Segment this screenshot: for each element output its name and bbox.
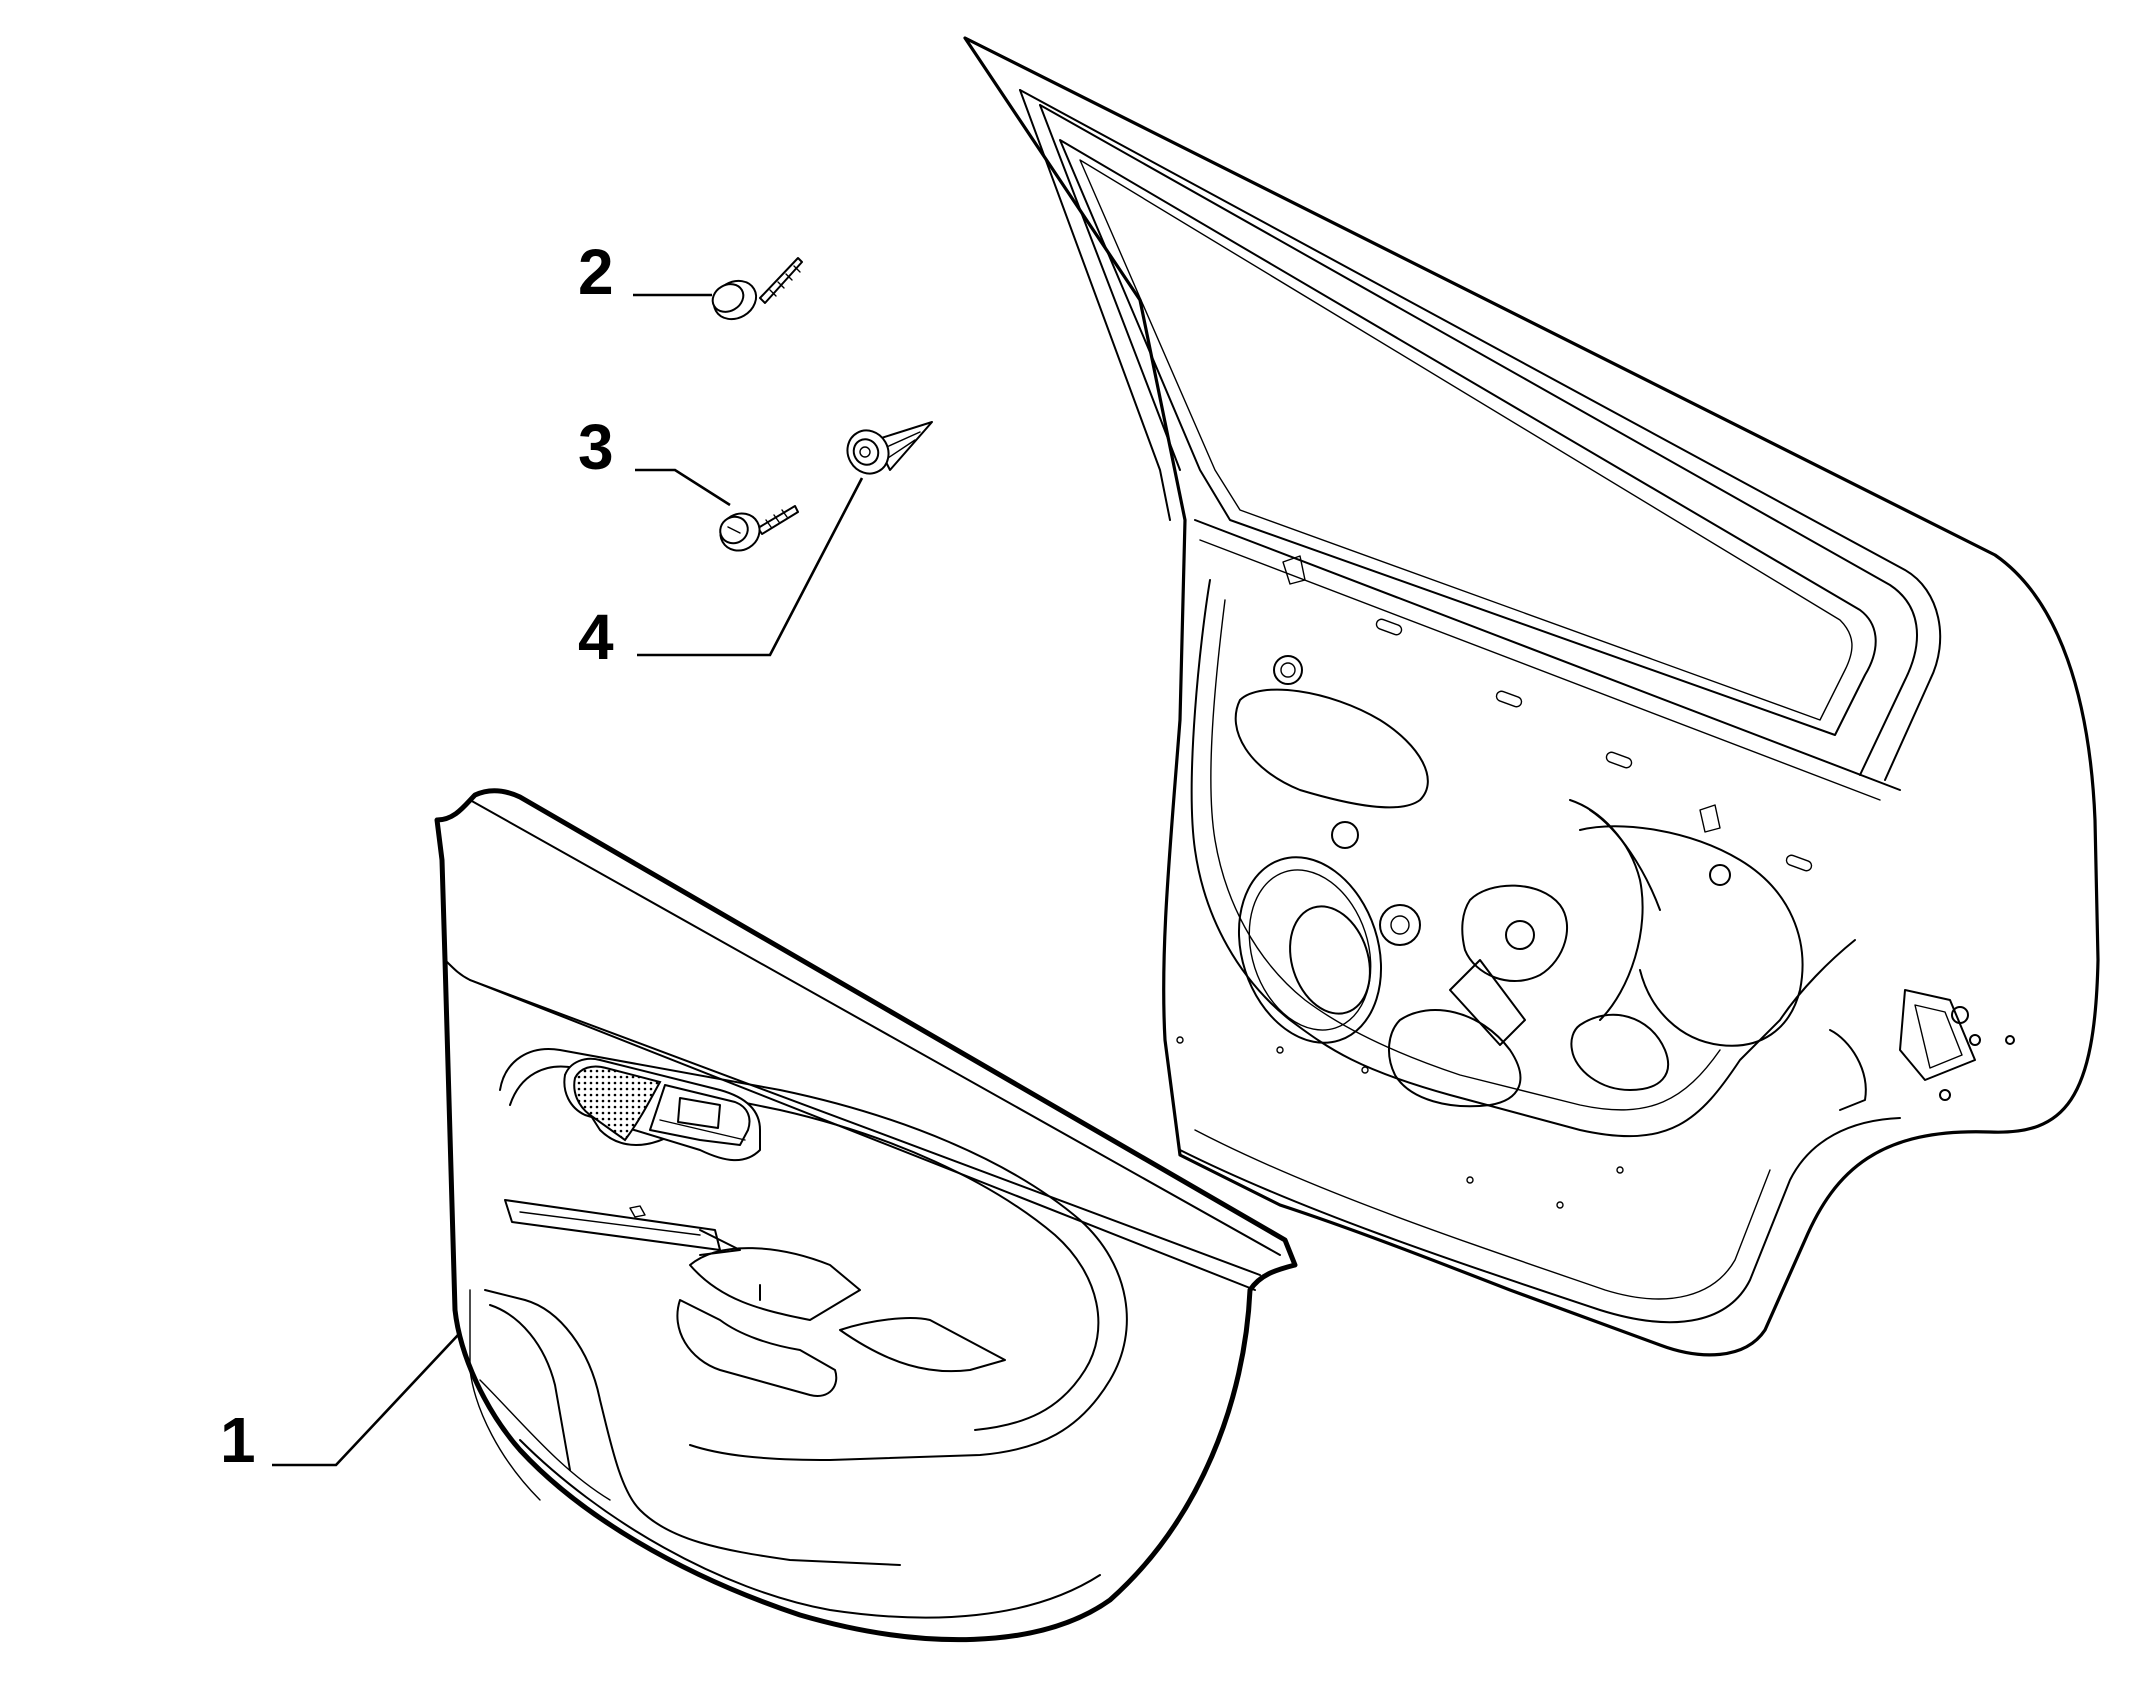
push-clip-icon	[846, 421, 933, 475]
callout-4: 4	[578, 601, 614, 673]
rear-door-shell-icon	[963, 36, 2100, 1357]
door-trim-panel-icon	[434, 788, 1298, 1643]
leader-line-4	[637, 477, 864, 657]
leader-lines	[272, 293, 864, 1467]
leader-line-1	[272, 1334, 459, 1467]
tapping-screw-icon	[719, 505, 799, 552]
callout-2: 2	[578, 236, 614, 308]
callout-1: 1	[220, 1404, 256, 1476]
leader-line-3	[635, 468, 731, 507]
callout-3: 3	[578, 411, 614, 483]
flanged-screw-icon	[711, 257, 803, 321]
